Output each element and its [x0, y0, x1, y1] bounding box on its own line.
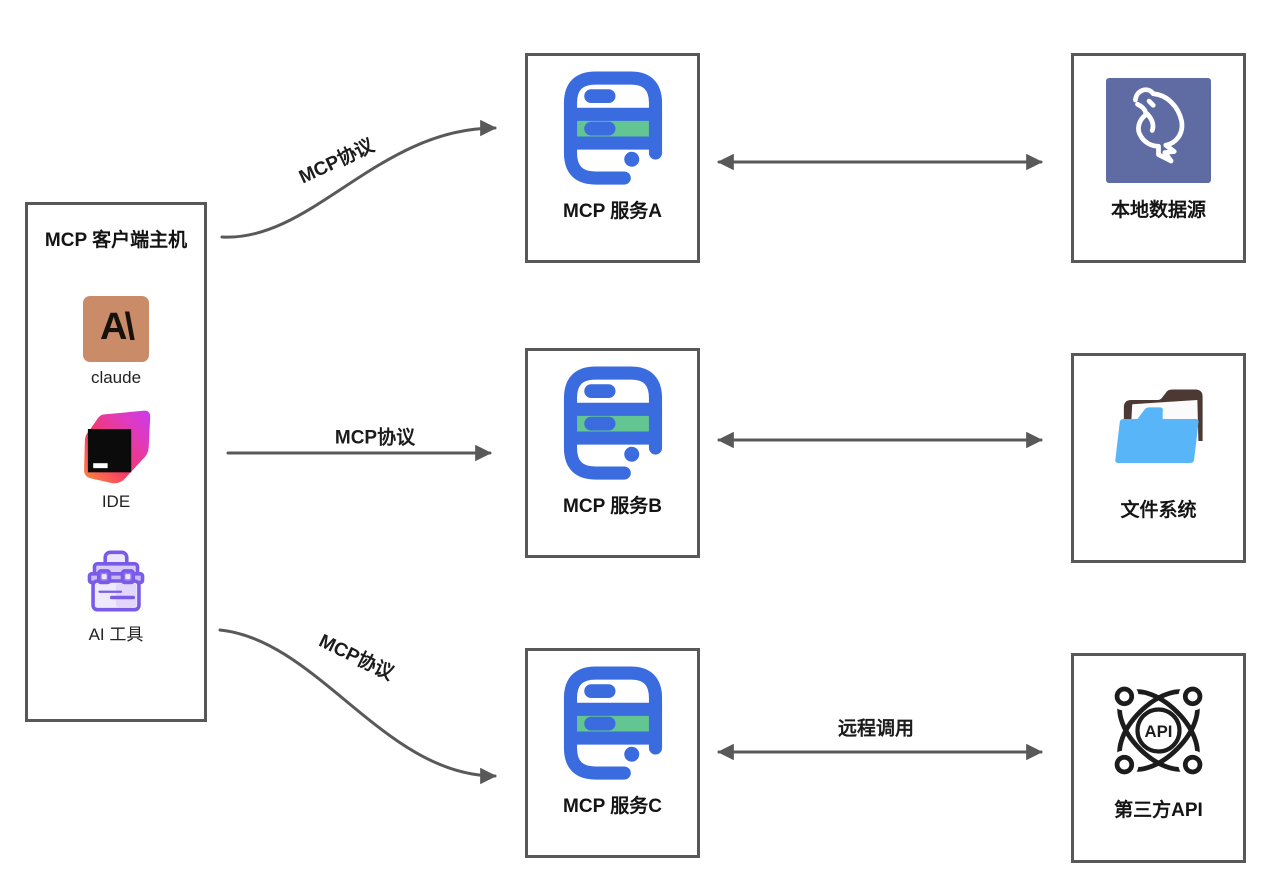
client-host-box: MCP 客户端主机 A\ claude — [25, 202, 207, 722]
edge-label-mcp-protocol-b: MCP协议 — [334, 427, 416, 449]
server-icon — [563, 366, 662, 480]
api-network-icon: API — [1110, 682, 1207, 779]
server-label: MCP 服务A — [563, 201, 662, 222]
open-folder-icon — [1115, 389, 1203, 464]
client-item-label: claude — [90, 368, 142, 387]
client-item-label: IDE — [101, 492, 131, 511]
server-c-box: MCP 服务C — [525, 648, 700, 858]
server-icon — [563, 71, 662, 185]
client-item-ai-tools: AI 工具 — [79, 548, 153, 645]
filesystem-box: 文件系统 — [1071, 353, 1246, 563]
resource-label: 文件系统 — [1120, 500, 1197, 521]
edge-label-mcp-protocol-c: MCP协议 — [315, 630, 397, 685]
server-icon — [563, 666, 662, 780]
client-item-claude: A\ claude — [83, 296, 149, 388]
server-b-box: MCP 服务B — [525, 348, 700, 558]
claude-logo-mark: A\ — [100, 306, 135, 348]
third-party-api-box: API 第三方API — [1071, 653, 1246, 863]
edge-label-mcp-protocol-a: MCP协议 — [296, 135, 378, 189]
api-icon-text: API — [1145, 722, 1173, 741]
server-label: MCP 服务C — [563, 796, 662, 817]
server-a-box: MCP 服务A — [525, 53, 700, 263]
claude-logo-icon: A\ — [83, 296, 149, 362]
client-item-label: AI 工具 — [88, 625, 144, 644]
edge-label-remote-call: 远程调用 — [837, 718, 915, 740]
ide-logo-icon — [84, 410, 151, 484]
client-host-title: MCP 客户端主机 — [44, 230, 188, 251]
resource-label: 第三方API — [1114, 800, 1203, 821]
client-item-ide: IDE — [78, 410, 154, 512]
mysql-dolphin-icon — [1106, 78, 1211, 183]
resource-label: 本地数据源 — [1110, 200, 1206, 221]
server-label: MCP 服务B — [563, 496, 662, 517]
ai-toolbox-icon — [87, 550, 145, 612]
local-datasource-box: 本地数据源 — [1071, 53, 1246, 263]
